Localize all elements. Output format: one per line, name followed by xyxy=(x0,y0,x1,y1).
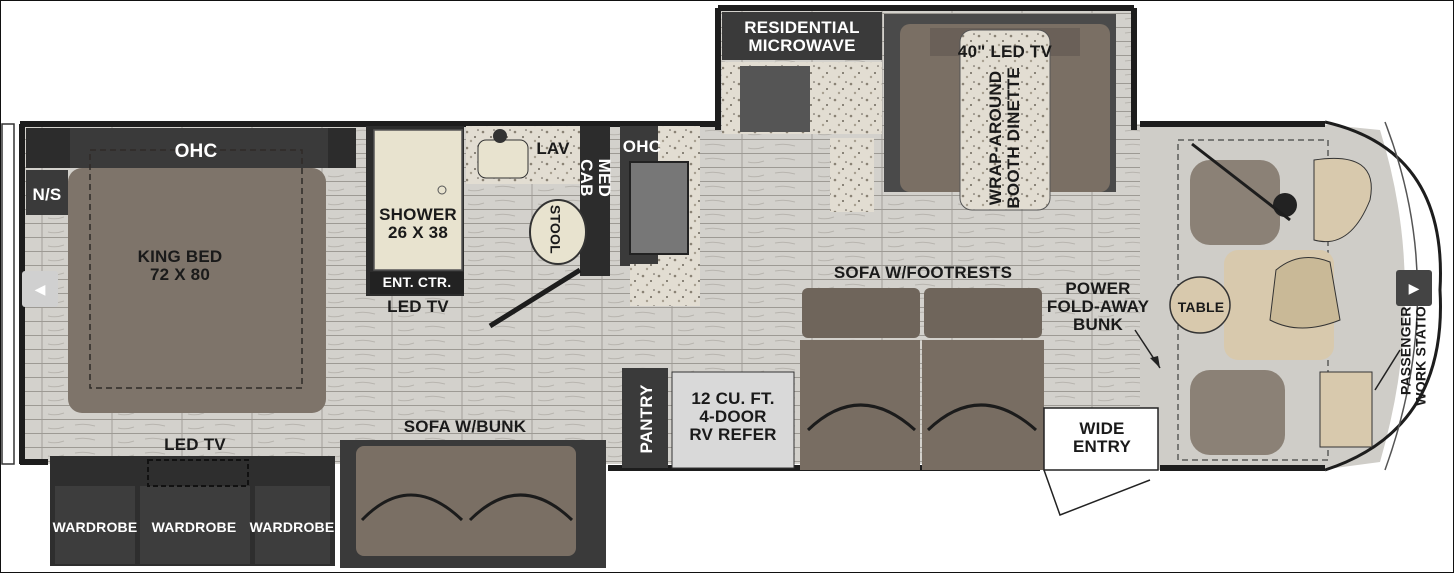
medicine-cabinet-label: MED CAB xyxy=(577,158,614,198)
king-bed-label: KING BED 72 X 80 xyxy=(137,247,223,284)
nightstand-label: N/S xyxy=(32,185,62,204)
pantry-label: PANTRY xyxy=(637,384,657,454)
cab xyxy=(1169,139,1373,461)
dinette-tv-label: 40" LED TV xyxy=(957,42,1053,61)
sofa-footrests-label: SOFA W/FOOTRESTS xyxy=(833,263,1013,282)
next-arrow-icon[interactable]: ▶ xyxy=(1396,270,1432,306)
windshield xyxy=(1324,120,1442,472)
rear-cap xyxy=(1,123,15,465)
stool-label: STOOL xyxy=(547,204,564,254)
sofa-bunk-label: SOFA W/BUNK xyxy=(403,417,527,436)
dinette xyxy=(884,14,1116,211)
bedroom-led-tv-label: LED TV xyxy=(164,435,226,454)
prev-arrow-icon[interactable]: ◀ xyxy=(22,271,58,307)
shower-label: SHOWER 26 X 38 xyxy=(379,205,457,242)
wardrobe-3-label: WARDROBE xyxy=(249,519,335,535)
kitchen xyxy=(620,12,882,469)
power-bunk-label: POWER FOLD-AWAY BUNK xyxy=(1046,279,1150,334)
refrigerator-label: 12 CU. FT. 4-DOOR RV REFER xyxy=(689,389,777,444)
entertainment-center-label: ENT. CTR. xyxy=(382,274,452,290)
entry-door xyxy=(1043,329,1401,516)
lavatory-label: LAV xyxy=(536,139,570,158)
dinette-label: WRAP-AROUND BOOTH DINETTE xyxy=(986,67,1023,209)
wide-entry-label: WIDE ENTRY xyxy=(1073,419,1131,456)
sofas xyxy=(340,288,1044,568)
bath-led-tv-label: LED TV xyxy=(387,297,449,316)
passenger-work-station-label: PASSENGER WORK STATION xyxy=(1397,295,1428,406)
bedroom xyxy=(26,128,356,566)
table-label: TABLE xyxy=(1177,299,1225,315)
wardrobe-1-label: WARDROBE xyxy=(52,519,138,535)
bath xyxy=(366,126,610,329)
ohc-bedroom-label: OHC xyxy=(174,141,218,162)
ohc-kitchen-label: OHC xyxy=(622,137,662,156)
wardrobe-2-label: WARDROBE xyxy=(151,519,237,535)
microwave-label: RESIDENTIAL MICROWAVE xyxy=(744,18,860,55)
